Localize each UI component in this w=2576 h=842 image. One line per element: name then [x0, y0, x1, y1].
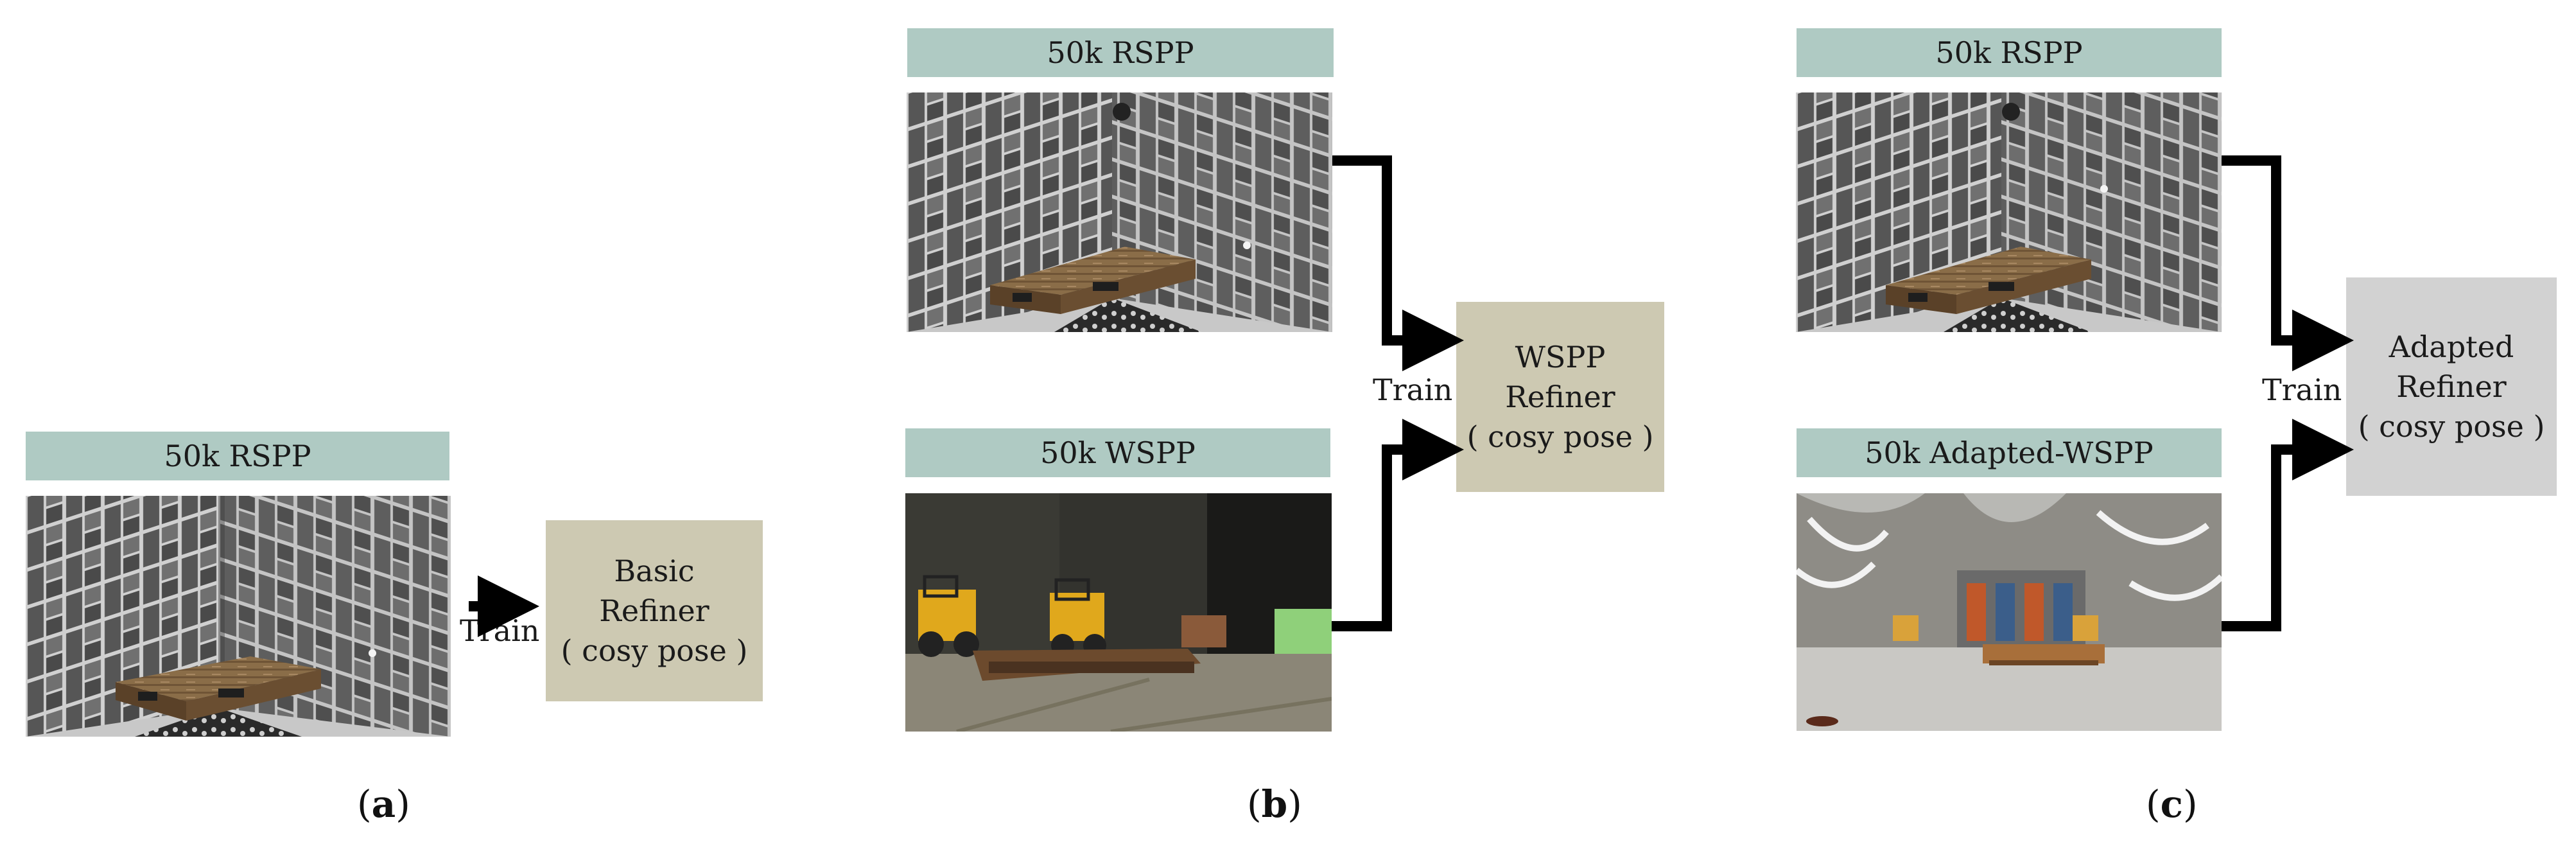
train-label-c: Train [2262, 373, 2342, 407]
dataset-label-wspp: 50k WSPP [905, 428, 1330, 477]
dataset-label-rspp: 50k RSPP [907, 28, 1334, 77]
subcaption-b: (b) [1247, 782, 1302, 826]
dataset-label-rspp: 50k RSPP [26, 432, 449, 480]
adapted-refiner-box: Adapted Refiner ( cosy pose ) [2346, 277, 2557, 496]
refiner-line-3: ( cosy pose ) [2358, 409, 2545, 444]
wspp-image [905, 493, 1332, 732]
wspp-refiner-box: WSPP Refiner ( cosy pose ) [1456, 302, 1664, 492]
forklift [918, 575, 979, 657]
dataset-label-text: 50k RSPP [1047, 35, 1194, 70]
dataset-label-text: 50k Adapted-WSPP [1865, 435, 2154, 470]
dataset-label-adapted-wspp: 50k Adapted-WSPP [1797, 428, 2222, 477]
arrow-b-top [1332, 155, 1464, 371]
refiner-line-3: ( cosy pose ) [561, 633, 748, 668]
refiner-line-2: Refiner [2396, 369, 2507, 404]
rspp-image [907, 92, 1332, 332]
train-label-b: Train [1373, 373, 1453, 407]
adapted-wspp-image [1797, 493, 2222, 731]
refiner-line-2: Refiner [1505, 380, 1615, 414]
refiner-line-2: Refiner [599, 593, 709, 628]
rspp-image [26, 496, 451, 737]
dataset-label-rspp: 50k RSPP [1797, 28, 2222, 77]
refiner-line-1: WSPP [1515, 340, 1606, 374]
refiner-line-1: Adapted [2389, 329, 2514, 364]
dataset-label-text: 50k RSPP [164, 439, 311, 473]
refiner-line-1: Basic [614, 554, 695, 588]
dataset-label-text: 50k RSPP [1935, 35, 2083, 70]
subcaption-c: (c) [2146, 782, 2198, 826]
arrow-c-top [2222, 155, 2354, 371]
dataset-label-text: 50k WSPP [1040, 435, 1196, 470]
arrow-b-bottom [1332, 419, 1464, 631]
refiner-line-3: ( cosy pose ) [1466, 419, 1654, 454]
rspp-image [1796, 92, 2222, 332]
subcaption-a: (a) [357, 782, 410, 826]
arrow-c-bottom [2222, 419, 2354, 631]
basic-refiner-box: Basic Refiner ( cosy pose ) [546, 520, 763, 701]
